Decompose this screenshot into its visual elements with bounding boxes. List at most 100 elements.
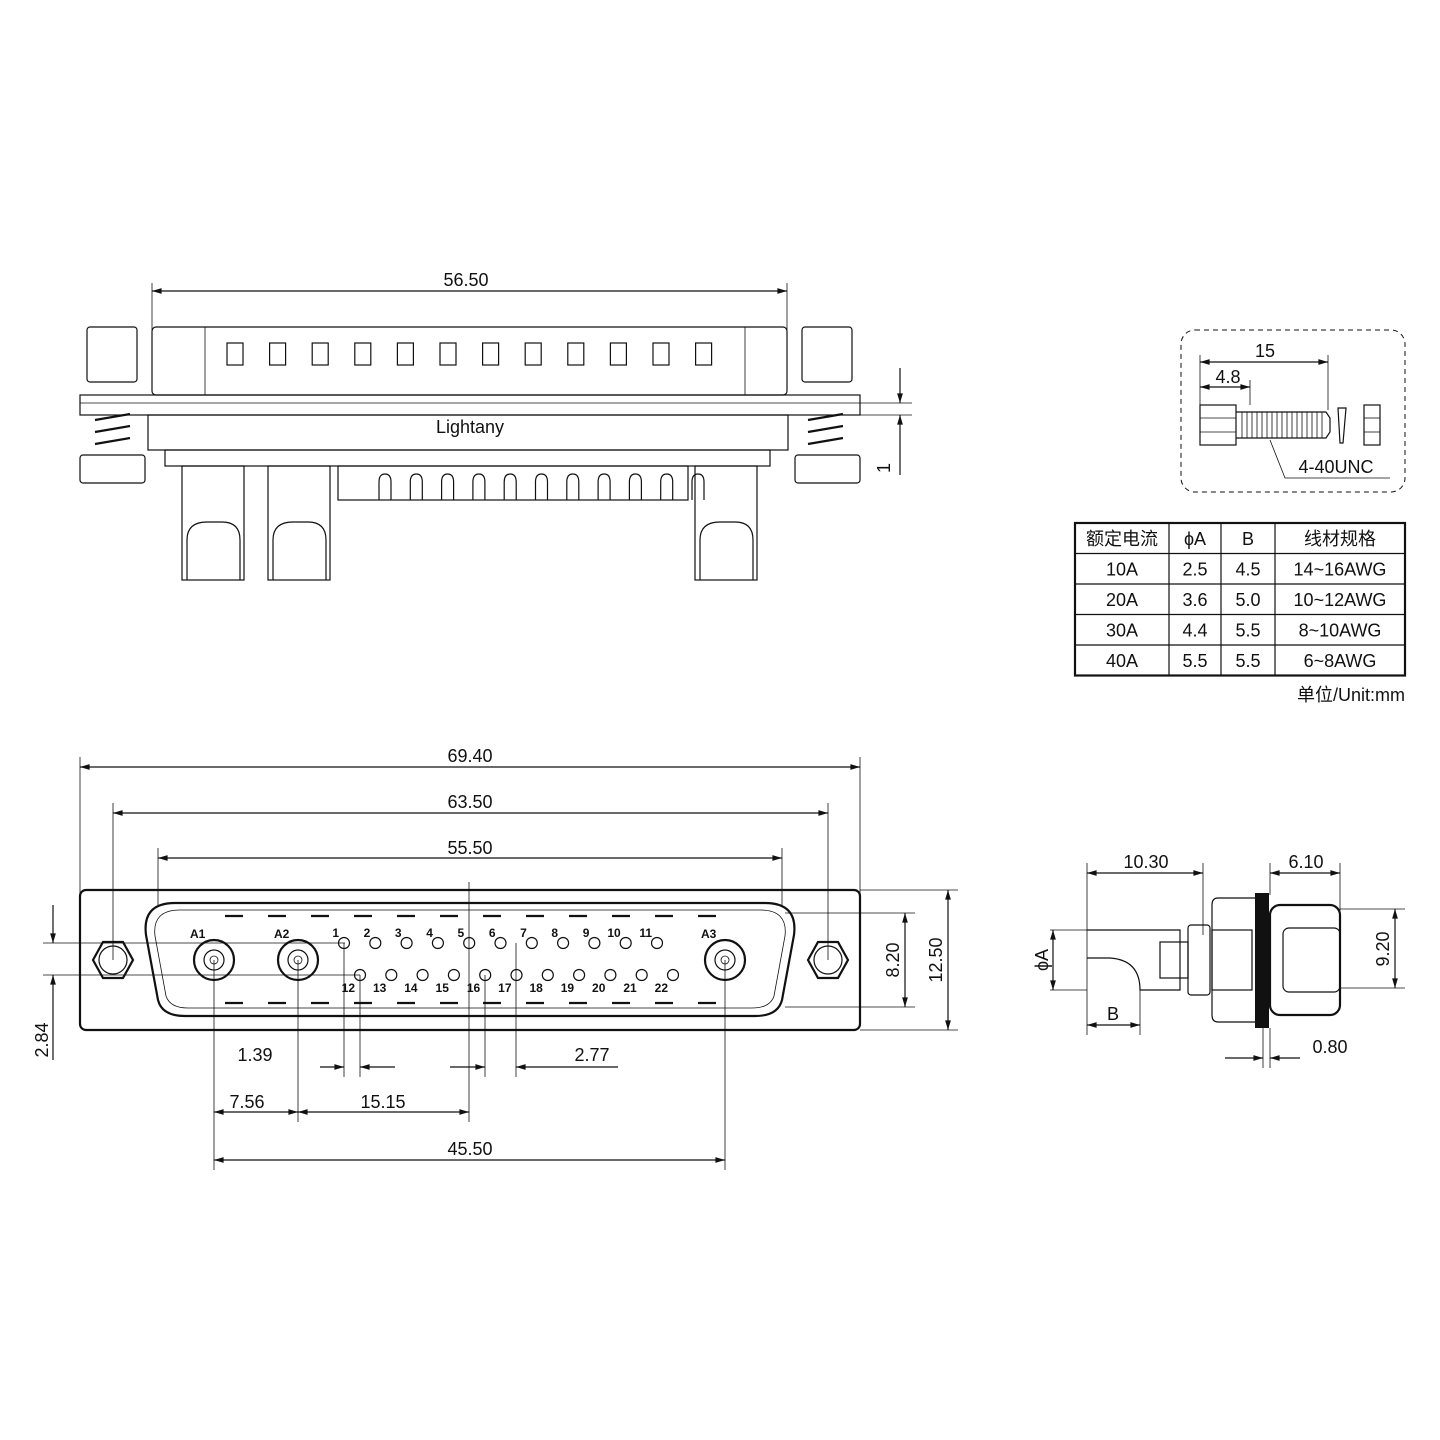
- solder-cup: [1087, 929, 1181, 991]
- power-tail-a1: [181, 465, 245, 581]
- pin-label: 9: [583, 926, 590, 940]
- dim-4-8: 4.8: [1215, 367, 1240, 387]
- pin-label: 1: [332, 926, 339, 940]
- pin-18: [541, 968, 554, 982]
- pin-21: [635, 968, 648, 982]
- pin-label: 8: [551, 926, 558, 940]
- signal-tail: [409, 473, 423, 500]
- pin-label: 10: [607, 926, 621, 940]
- dim-45-50: 45.50: [447, 1139, 492, 1159]
- dim-63-50: 63.50: [447, 792, 492, 812]
- slot: [311, 342, 329, 366]
- hex-nut: [1363, 404, 1381, 446]
- table-cell: 40A: [1106, 651, 1138, 671]
- table-cell: 2.5: [1182, 560, 1207, 580]
- table-cell: 5.5: [1182, 651, 1207, 671]
- pin-9: [588, 936, 601, 950]
- nut-side: [1187, 924, 1211, 996]
- dim-12-50: 12.50: [926, 937, 946, 982]
- pin-label: 20: [592, 981, 606, 995]
- lock-washer: [1337, 407, 1347, 444]
- dim-9-20: 9.20: [1373, 931, 1393, 966]
- pin-8: [556, 936, 570, 950]
- slot-row: [226, 342, 713, 366]
- screw-post-left: [86, 326, 138, 383]
- slot: [609, 342, 628, 366]
- dim-55-50: 55.50: [447, 838, 492, 858]
- signal-tail: [691, 473, 705, 500]
- dim-6-10: 6.10: [1288, 852, 1323, 872]
- signal-tail: [441, 473, 455, 500]
- pin-17: [510, 968, 523, 982]
- pin-14: [416, 968, 429, 982]
- pin-label: 12: [342, 981, 356, 995]
- nut-left: [79, 454, 146, 484]
- dim-56-50: 56.50: [443, 270, 488, 290]
- pin-13: [385, 968, 398, 982]
- mount-hole-left: [91, 940, 135, 980]
- dim-15-15: 15.15: [360, 1092, 405, 1112]
- power-tail-a2: [267, 465, 331, 581]
- pin-label: 14: [404, 981, 418, 995]
- table-cell: 20A: [1106, 590, 1138, 610]
- body-side: [1211, 897, 1259, 1023]
- shell-side: [1268, 903, 1342, 1017]
- table-cell: 6~8AWG: [1304, 651, 1377, 671]
- signal-tail: [660, 473, 674, 500]
- pin-label: 16: [467, 981, 481, 995]
- power-tail-a3: [694, 465, 758, 581]
- pin-label: 21: [623, 981, 637, 995]
- label-phi-a: ϕA: [1032, 949, 1052, 971]
- table-cell: 5.5: [1235, 651, 1260, 671]
- pin-11: [650, 936, 664, 950]
- signal-tail: [472, 473, 486, 500]
- dim-10-30: 10.30: [1123, 852, 1168, 872]
- jackscrew-head: [1199, 404, 1237, 446]
- pin-label: 19: [561, 981, 575, 995]
- table-cell: 4.4: [1182, 621, 1207, 641]
- dim-7-56: 7.56: [229, 1092, 264, 1112]
- pin-label: 2: [364, 926, 371, 940]
- top-view: 56.50 Lightany 1: [79, 270, 912, 581]
- dim-8-20: 8.20: [883, 942, 903, 977]
- pin-label: 6: [489, 926, 496, 940]
- pin-22: [666, 968, 680, 982]
- label-b: B: [1107, 1004, 1119, 1024]
- flange-side: [1255, 893, 1269, 1028]
- slot: [524, 342, 542, 366]
- pin-19: [572, 968, 586, 982]
- table-header: 线材规格: [1304, 529, 1376, 549]
- pin-6: [494, 936, 507, 950]
- table-header: B: [1242, 529, 1254, 549]
- dim-2-84: 2.84: [32, 1022, 52, 1057]
- signal-tail: [628, 473, 642, 500]
- pin-label: 17: [498, 981, 512, 995]
- pin-label: 13: [373, 981, 387, 995]
- table-cell: 5.0: [1235, 590, 1260, 610]
- power-contact-label: A2: [274, 927, 290, 941]
- table-cell: 30A: [1106, 621, 1138, 641]
- pin-label: 3: [395, 926, 402, 940]
- pin-label: 7: [520, 926, 527, 940]
- pin-label: 22: [655, 981, 669, 995]
- thread-label: 4-40UNC: [1298, 457, 1373, 477]
- pin-label: 4: [426, 926, 433, 940]
- table-header: 额定电流: [1086, 529, 1158, 549]
- table-cell: 5.5: [1235, 621, 1260, 641]
- pin-label: 15: [436, 981, 450, 995]
- table-cell: 14~16AWG: [1294, 560, 1387, 580]
- d-shell: [144, 901, 796, 1018]
- slot: [439, 342, 457, 366]
- slot: [396, 342, 414, 366]
- flange-front: [78, 888, 862, 1032]
- power-contact-label: A1: [190, 927, 206, 941]
- pin-10: [619, 936, 632, 950]
- pin-label: 18: [529, 981, 543, 995]
- signal-tail: [534, 473, 549, 500]
- pin-2: [369, 936, 382, 950]
- dim-15: 15: [1255, 341, 1275, 361]
- signal-tail: [503, 473, 517, 500]
